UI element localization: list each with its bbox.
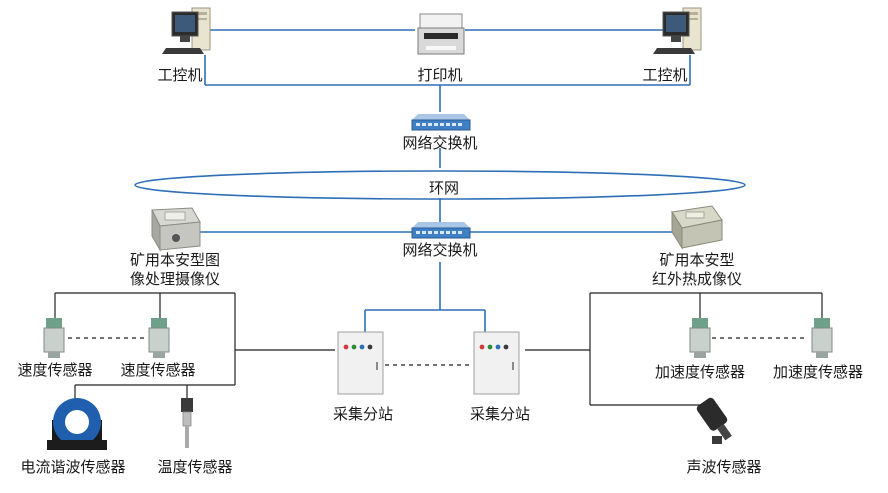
accel-sensor-1-label: 加速度传感器: [654, 363, 746, 381]
speed-sensor-2-label: 速度传感器: [120, 361, 196, 379]
station-1-label: 采集分站: [332, 405, 394, 423]
acoustic-sensor-label: 声波传感器: [686, 458, 762, 476]
ring-label: 环网: [428, 179, 460, 197]
top-network-lines: [170, 29, 691, 332]
workstation-right-label: 工控机: [642, 66, 688, 84]
workstation-left-label: 工控机: [157, 66, 203, 84]
speed-sensor-1-label: 速度传感器: [17, 361, 93, 379]
station-2-label: 采集分站: [469, 405, 531, 423]
camera-right-label-line1: 矿用本安型: [659, 251, 735, 269]
workstation-left-icon: [162, 7, 211, 54]
switch-top-label: 网络交换机: [402, 134, 478, 152]
accel-sensor-2-icon: [811, 318, 833, 358]
accel-sensor-1-icon: [689, 318, 711, 358]
image-camera-left-icon: [151, 207, 201, 252]
accel-sensor-2-label: 加速度传感器: [772, 363, 864, 381]
network-switch-top-icon: [411, 114, 471, 131]
left-sensor-wiring: [54, 292, 335, 402]
thermal-camera-right-icon: [671, 205, 723, 250]
camera-left-label-line1: 矿用本安型图: [129, 251, 221, 269]
acoustic-sensor-icon: [696, 397, 732, 444]
right-sensor-wiring: [385, 292, 823, 406]
station-2-icon: [473, 331, 520, 395]
current-sensor-icon: [47, 398, 107, 450]
temperature-sensor-label: 温度传感器: [157, 458, 233, 476]
printer-label: 打印机: [417, 66, 463, 84]
current-sensor-label: 电流谐波传感器: [20, 458, 126, 476]
ring-network: [134, 170, 746, 200]
speed-sensor-2-icon: [148, 318, 170, 358]
speed-sensor-1-icon: [43, 318, 65, 358]
printer-icon: [417, 13, 465, 55]
temperature-sensor-icon: [181, 398, 193, 448]
workstation-right-icon: [653, 7, 702, 54]
camera-right-label-line2: 红外热成像仪: [651, 270, 743, 288]
camera-left-label-line2: 像处理摄像仪: [129, 270, 221, 288]
station-1-icon: [337, 331, 384, 395]
switch-bottom-label: 网络交换机: [402, 241, 478, 259]
network-switch-bottom-icon: [411, 222, 471, 239]
